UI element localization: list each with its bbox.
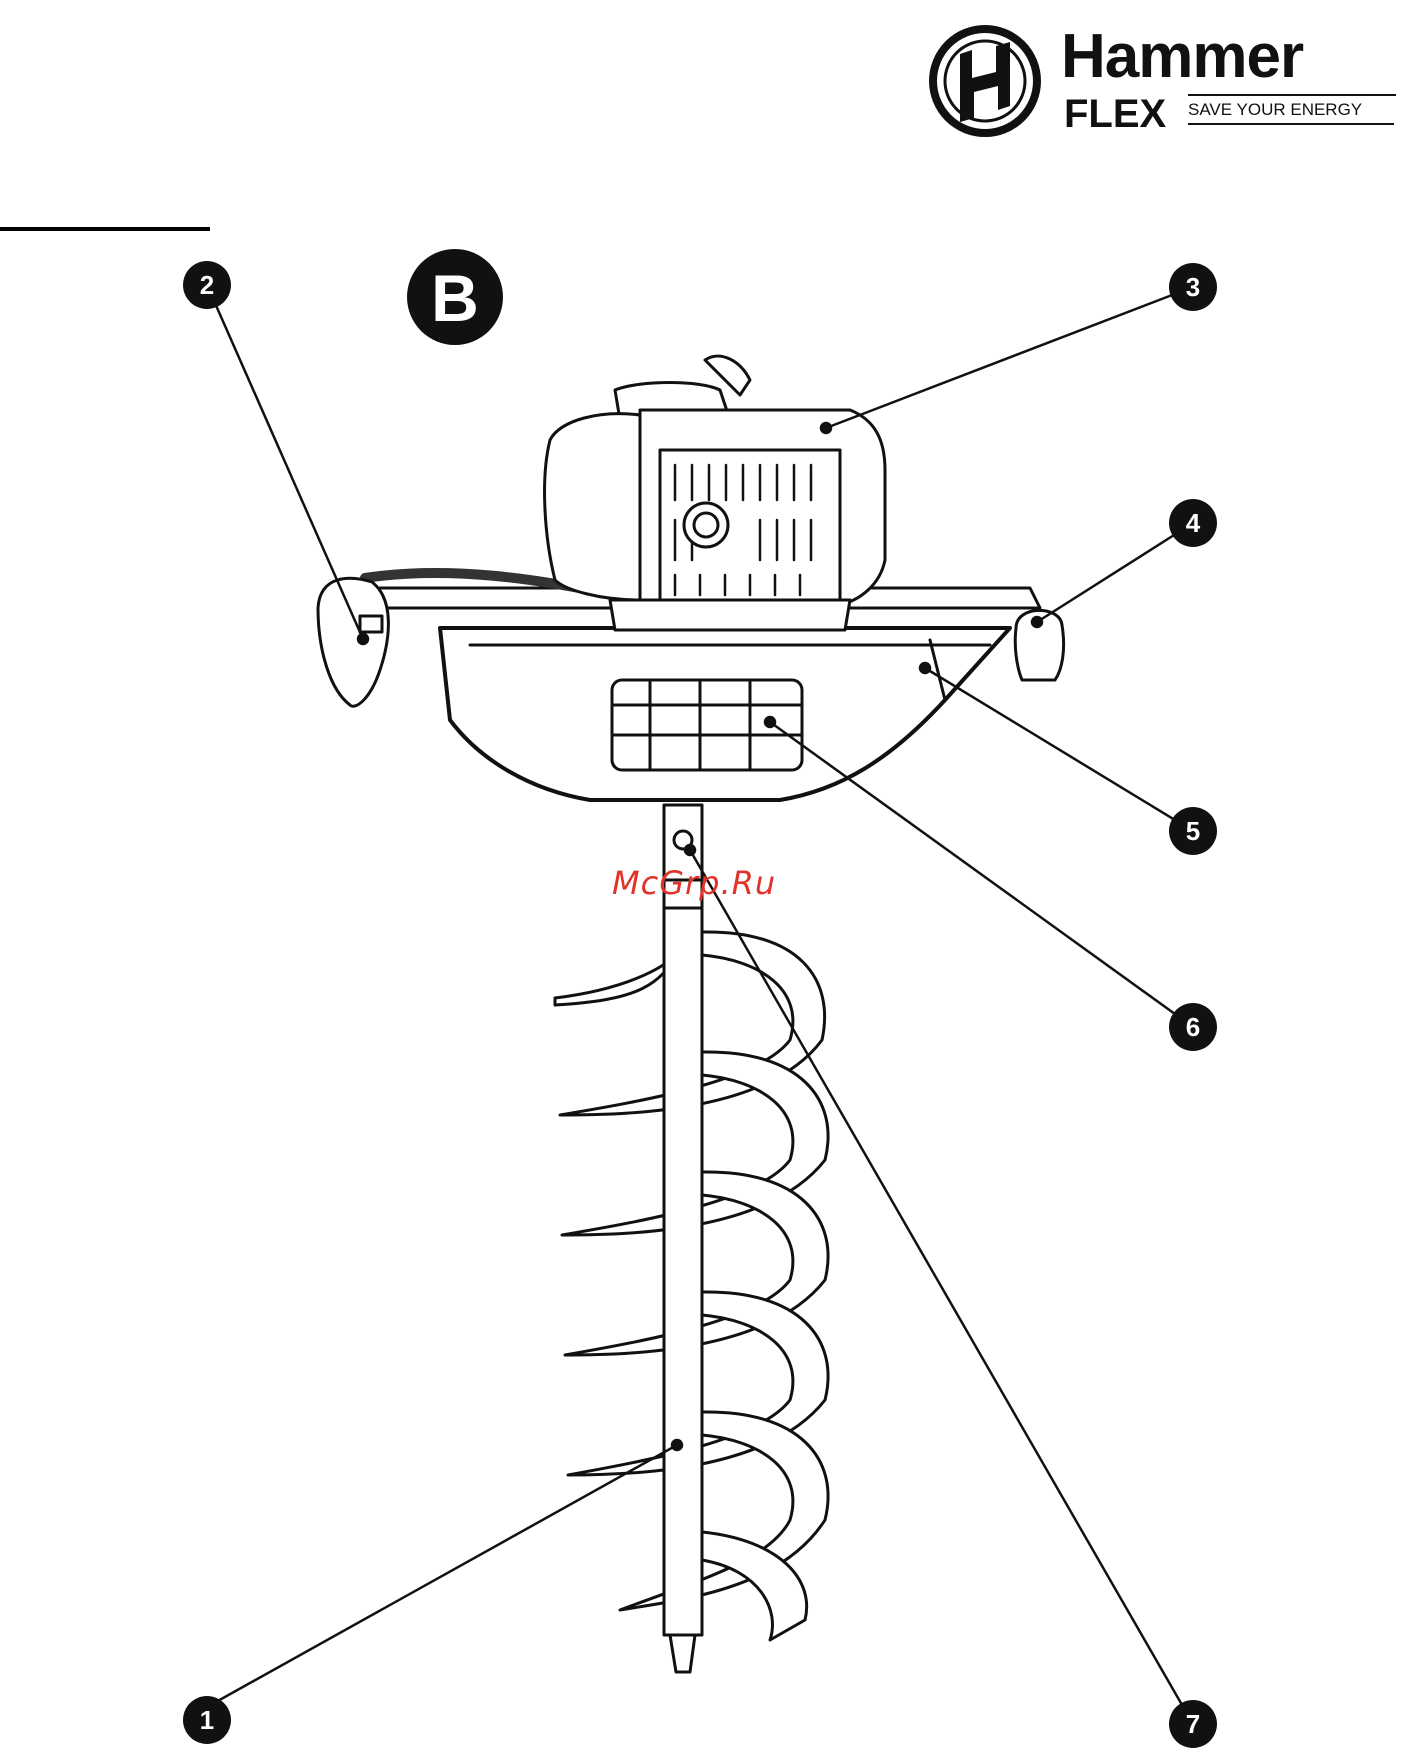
auger-shaft bbox=[664, 805, 702, 1635]
callout-1-label: 1 bbox=[200, 1705, 214, 1735]
callout-2: 2 bbox=[183, 261, 231, 309]
figure-label: B bbox=[431, 261, 479, 335]
callout-4-label: 4 bbox=[1186, 508, 1201, 538]
callout-6: 6 bbox=[1169, 1003, 1217, 1051]
callout-2-label: 2 bbox=[200, 270, 214, 300]
callout-5: 5 bbox=[1169, 807, 1217, 855]
callout-7: 7 bbox=[1169, 1700, 1217, 1748]
callout-7-label: 7 bbox=[1186, 1709, 1200, 1739]
callout-3: 3 bbox=[1169, 263, 1217, 311]
figure-label-badge: B bbox=[407, 249, 503, 345]
left-grip bbox=[318, 578, 388, 706]
callout-1: 1 bbox=[183, 1696, 231, 1744]
callout-6-label: 6 bbox=[1186, 1012, 1200, 1042]
watermark: McGrp.Ru bbox=[612, 864, 776, 902]
callout-4: 4 bbox=[1169, 499, 1217, 547]
callout-3-label: 3 bbox=[1186, 272, 1200, 302]
engine bbox=[545, 356, 885, 630]
callout-5-label: 5 bbox=[1186, 816, 1200, 846]
